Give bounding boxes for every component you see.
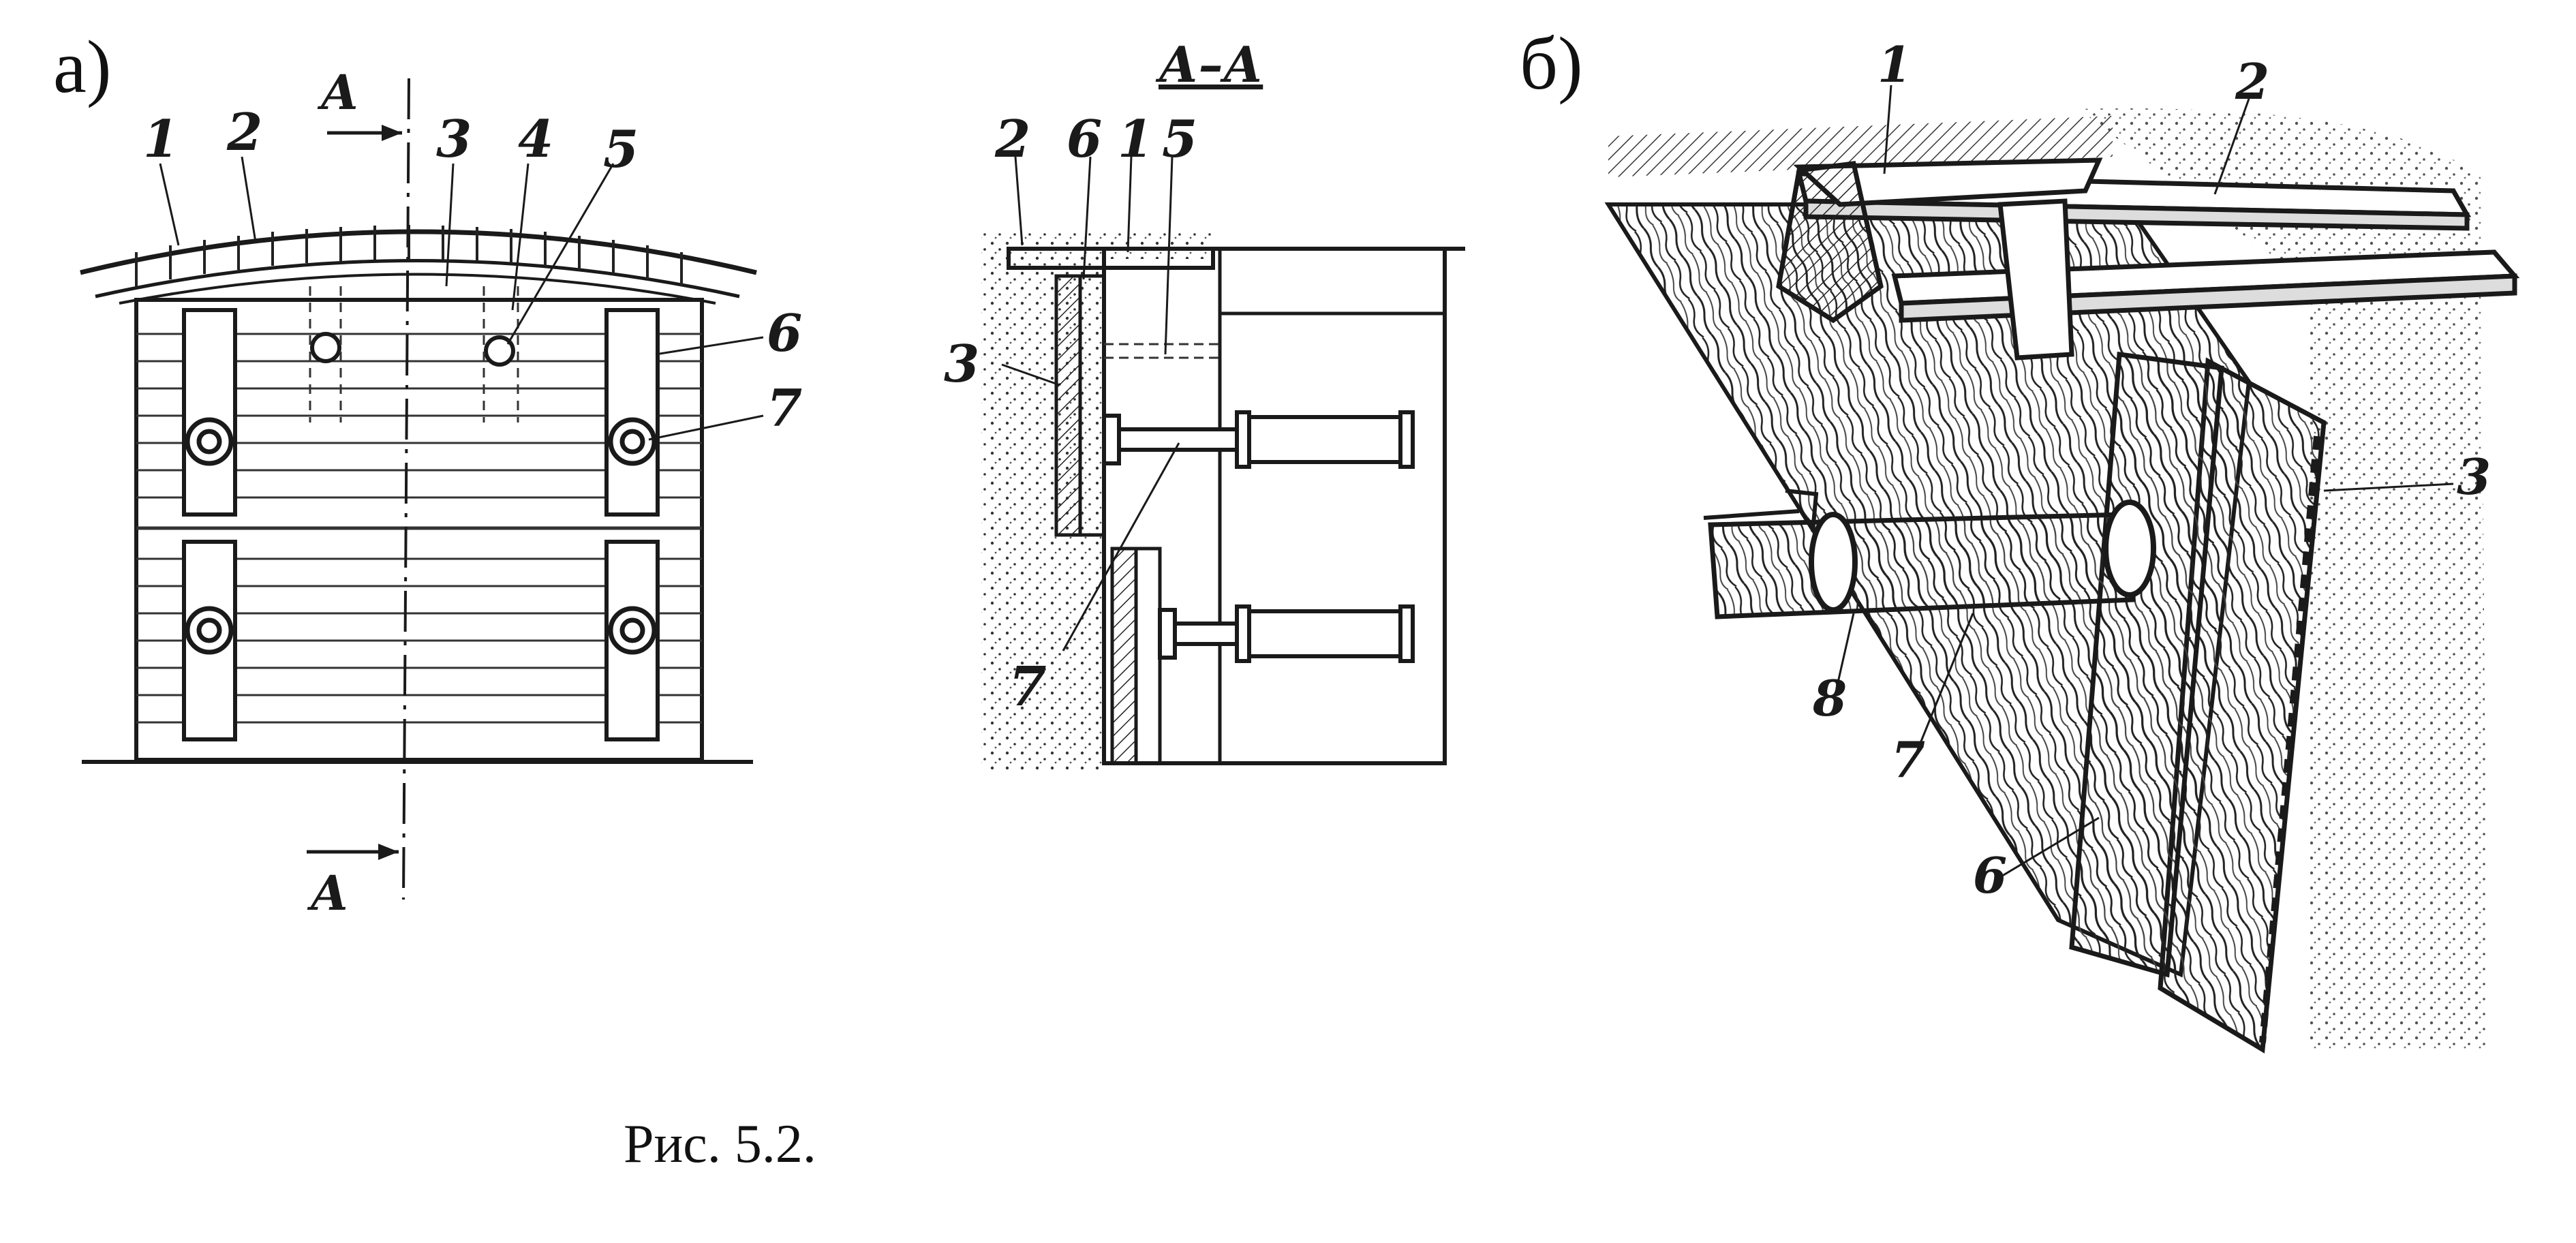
callout-s-3: 3 [944,334,979,394]
panel-a-front-view: а) [53,25,802,921]
posts [182,308,660,741]
svg-text:А: А [317,64,359,121]
strut-7 [1703,489,2156,619]
callout-a-3: 3 [436,109,472,169]
callout-s-1: 1 [1118,109,1153,169]
section-a-a-view: А–А [944,35,1465,770]
section-arrow-top: А [317,64,402,141]
figure-caption: Рис. 5.2. [624,1114,816,1174]
callout-b-8: 8 [1812,669,1847,727]
callout-a-2: 2 [226,102,262,162]
panel-b-perspective: б) [1520,22,2520,1054]
callout-s-2: 2 [994,109,1030,169]
section-arrow-bottom: А [307,844,399,921]
callout-b-6: 6 [1973,846,2007,904]
cross-clamp [1997,198,2074,360]
callout-a-7: 7 [767,378,802,438]
callout-b-3: 3 [2457,448,2491,506]
post-6 [2069,352,2224,978]
section-axis [402,78,410,900]
panel-b-label: б) [1520,22,1583,105]
lagging-upper [1054,274,1082,537]
bolt-holes [310,332,515,367]
panel-a-label: а) [53,25,111,108]
chamber-outline [1102,247,1447,765]
struts-section [1102,410,1415,663]
callout-b-2: 2 [2235,52,2269,110]
soil-right [2079,108,2487,1050]
callout-s-7: 7 [1009,654,1047,718]
callout-s-6: 6 [1067,109,1102,169]
roof-beams [135,225,683,286]
soil-left [981,245,1104,770]
callout-s-5: 5 [1162,109,1197,169]
callout-b-1: 1 [1877,35,1912,93]
strut-rings [185,417,657,655]
section-title: А–А [1155,35,1263,93]
svg-text:А: А [307,865,349,921]
callout-a-1: 1 [143,109,179,169]
callout-a-4: 4 [518,109,553,169]
callout-a-5: 5 [603,119,639,179]
sill-beam-1 [1776,161,1884,324]
lagging-lower [1110,547,1138,765]
soil-top [981,232,1213,259]
callout-a-6: 6 [767,303,802,363]
roof-arch [80,229,757,275]
callout-b-7: 7 [1891,731,1925,788]
